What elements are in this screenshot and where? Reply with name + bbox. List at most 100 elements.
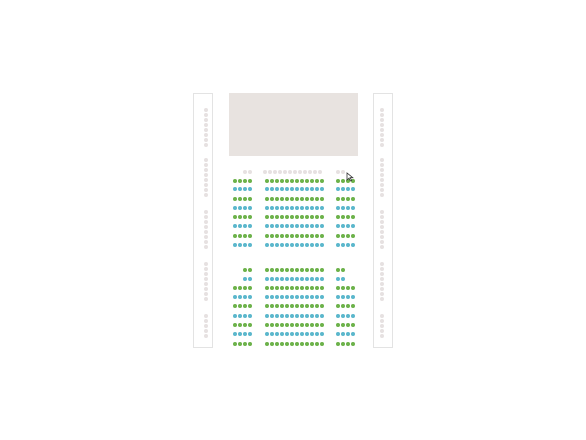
seat[interactable] [285, 179, 289, 183]
seat[interactable] [290, 197, 294, 201]
seat[interactable] [295, 215, 299, 219]
seat[interactable] [280, 224, 284, 228]
seat[interactable] [295, 224, 299, 228]
seat[interactable] [275, 187, 279, 191]
seat[interactable] [238, 234, 242, 238]
seat[interactable] [275, 342, 279, 346]
seat[interactable] [233, 286, 237, 290]
seat[interactable] [315, 197, 319, 201]
seat[interactable] [336, 268, 340, 272]
seat[interactable] [290, 304, 294, 308]
seat[interactable] [310, 197, 314, 201]
seat[interactable] [320, 206, 324, 210]
seat[interactable] [275, 215, 279, 219]
seat[interactable] [341, 323, 345, 327]
seat[interactable] [243, 206, 247, 210]
seat[interactable] [248, 342, 252, 346]
seat[interactable] [315, 277, 319, 281]
seat[interactable] [243, 277, 247, 281]
seat[interactable] [243, 304, 247, 308]
seat[interactable] [285, 332, 289, 336]
seat[interactable] [346, 224, 350, 228]
seat[interactable] [305, 206, 309, 210]
seat[interactable] [285, 224, 289, 228]
seat[interactable] [300, 243, 304, 247]
seat[interactable] [320, 314, 324, 318]
seat[interactable] [310, 332, 314, 336]
seat[interactable] [310, 342, 314, 346]
seat[interactable] [320, 342, 324, 346]
seat[interactable] [275, 332, 279, 336]
seat[interactable] [233, 187, 237, 191]
seat[interactable] [351, 342, 355, 346]
seat[interactable] [315, 286, 319, 290]
seat[interactable] [295, 295, 299, 299]
seat[interactable] [238, 332, 242, 336]
seat[interactable] [315, 314, 319, 318]
seat[interactable] [305, 215, 309, 219]
seat[interactable] [351, 234, 355, 238]
seat[interactable] [300, 206, 304, 210]
seat[interactable] [315, 206, 319, 210]
seat[interactable] [315, 243, 319, 247]
seat[interactable] [305, 286, 309, 290]
seat[interactable] [305, 187, 309, 191]
seat[interactable] [275, 295, 279, 299]
seat[interactable] [351, 243, 355, 247]
seat[interactable] [346, 215, 350, 219]
seat[interactable] [270, 243, 274, 247]
seat[interactable] [238, 304, 242, 308]
seat[interactable] [243, 286, 247, 290]
seat[interactable] [275, 234, 279, 238]
seat[interactable] [336, 342, 340, 346]
seat[interactable] [233, 206, 237, 210]
seat[interactable] [238, 179, 242, 183]
seat[interactable] [280, 286, 284, 290]
seat[interactable] [341, 179, 345, 183]
seat[interactable] [310, 268, 314, 272]
seat[interactable] [280, 342, 284, 346]
seat[interactable] [351, 187, 355, 191]
seat[interactable] [351, 286, 355, 290]
seat[interactable] [300, 286, 304, 290]
seat[interactable] [265, 323, 269, 327]
seat[interactable] [300, 277, 304, 281]
seat[interactable] [305, 342, 309, 346]
seat[interactable] [295, 304, 299, 308]
seat[interactable] [320, 197, 324, 201]
seat[interactable] [270, 286, 274, 290]
seat[interactable] [248, 243, 252, 247]
seat[interactable] [320, 323, 324, 327]
seat[interactable] [315, 268, 319, 272]
seat[interactable] [290, 224, 294, 228]
seat[interactable] [295, 234, 299, 238]
seat[interactable] [285, 215, 289, 219]
seat[interactable] [243, 197, 247, 201]
seat[interactable] [275, 206, 279, 210]
seat[interactable] [305, 295, 309, 299]
seat[interactable] [285, 277, 289, 281]
seat[interactable] [341, 314, 345, 318]
seat[interactable] [248, 187, 252, 191]
seat[interactable] [285, 342, 289, 346]
seat[interactable] [341, 295, 345, 299]
seat[interactable] [315, 332, 319, 336]
seat[interactable] [300, 323, 304, 327]
seat[interactable] [315, 323, 319, 327]
seat[interactable] [265, 187, 269, 191]
seat[interactable] [238, 323, 242, 327]
seat[interactable] [351, 295, 355, 299]
seat[interactable] [300, 332, 304, 336]
seat[interactable] [315, 179, 319, 183]
seat[interactable] [233, 179, 237, 183]
seat[interactable] [280, 323, 284, 327]
seat[interactable] [320, 268, 324, 272]
seat[interactable] [305, 234, 309, 238]
seat[interactable] [270, 268, 274, 272]
seat[interactable] [265, 206, 269, 210]
seat[interactable] [305, 323, 309, 327]
seat[interactable] [341, 342, 345, 346]
seat[interactable] [265, 277, 269, 281]
seat[interactable] [270, 295, 274, 299]
seat[interactable] [248, 234, 252, 238]
